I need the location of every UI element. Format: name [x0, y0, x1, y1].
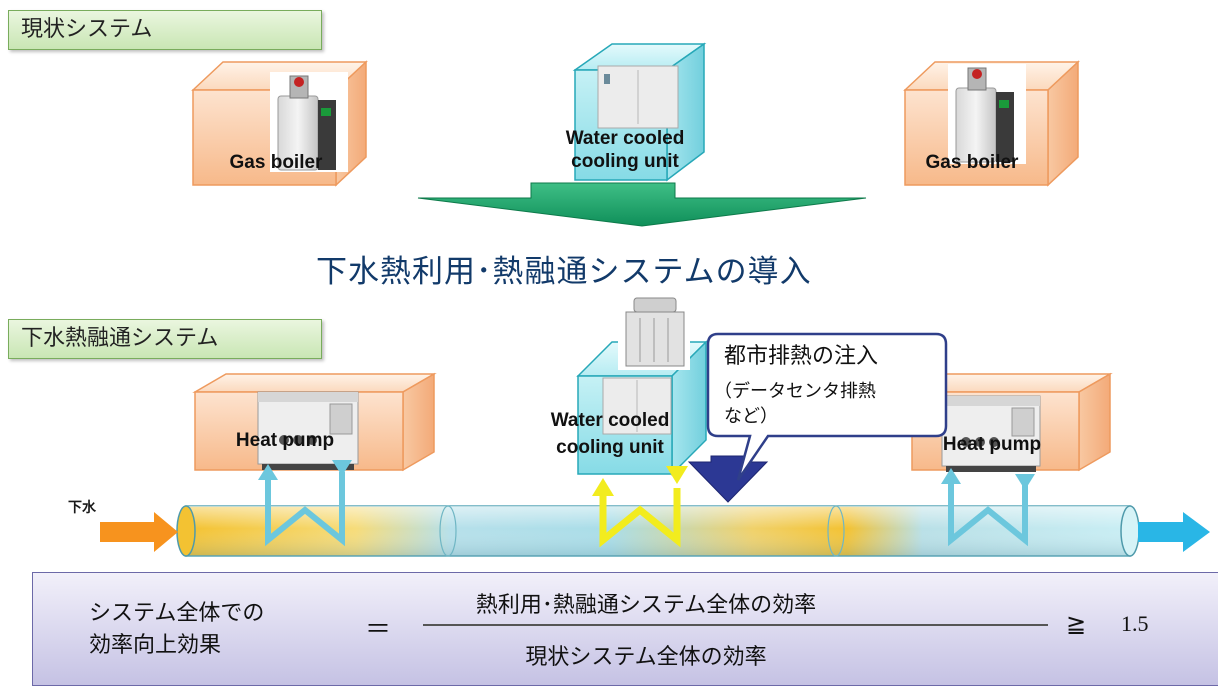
transition-arrow: [417, 182, 867, 227]
formula-fraction-bar: [423, 624, 1048, 626]
gas-boiler-image: [270, 72, 348, 172]
right-loop-down-arrow: [1015, 474, 1035, 490]
callout-bubble: [706, 332, 948, 481]
gas-boiler-image: [948, 64, 1026, 164]
top-left-unit-label: Gas boiler: [229, 152, 323, 173]
formula-lhs-line1: システム全体での: [89, 601, 265, 626]
formula-lhs-line2: 効率向上効果: [89, 633, 222, 658]
top-center-unit-label-line2: cooling unit: [571, 151, 679, 172]
sewage-outlet-arrow: [1138, 512, 1210, 552]
bottom-left-unit-label: Heat pump: [235, 430, 335, 451]
formula-denominator: 現状システム全体の効率: [525, 645, 767, 670]
right-loop-up-arrow: [941, 468, 961, 484]
callout-sub-line2: など）: [724, 406, 778, 427]
cooling-unit-image: [597, 65, 679, 129]
formula-numerator: 熱利用･熱融通システム全体の効率: [475, 593, 817, 618]
sewage-system-label: 下水熱融通システム: [8, 319, 322, 359]
heat-injection-arrow: [687, 455, 769, 503]
top-right-unit-label: Gas boiler: [925, 152, 1019, 173]
center-loop-down-arrow: [666, 466, 688, 484]
heat-pump-image: [941, 395, 1041, 472]
cooling-tower-image: [618, 296, 690, 370]
callout-title: 都市排熱の注入: [724, 344, 879, 369]
cooling-unit-image: [602, 377, 672, 435]
top-center-unit-label-line1: Water cooled: [565, 128, 685, 149]
bottom-center-unit-label-line2: cooling unit: [556, 437, 664, 458]
sewage-pipe: [176, 505, 1140, 557]
efficiency-formula-panel: システム全体での 効率向上効果 ＝ 熱利用･熱融通システム全体の効率 現状システ…: [32, 572, 1218, 686]
left-heatpump-loop: [265, 472, 345, 547]
center-cooling-loop: [599, 488, 681, 548]
heat-pump-image: [257, 391, 359, 470]
left-loop-up-arrow: [258, 464, 278, 480]
formula-relation: ≧: [1066, 612, 1087, 638]
left-loop-down-arrow: [332, 460, 352, 476]
bottom-right-unit-label: Heat pump: [942, 434, 1042, 455]
transition-heading: 下水熱利用･熱融通システムの導入: [316, 254, 812, 290]
right-heatpump-loop: [948, 478, 1028, 547]
sewage-inlet-arrow: [100, 512, 178, 552]
current-system-label: 現状システム: [8, 10, 322, 50]
formula-value: 1.5: [1121, 611, 1149, 636]
callout-sub-line1: （データセンタ排熱: [714, 381, 876, 402]
bottom-center-unit-label-line1: Water cooled: [550, 410, 670, 431]
sewage-label: 下水: [68, 500, 96, 516]
formula-equals: ＝: [365, 615, 392, 645]
center-loop-up-arrow: [592, 478, 614, 496]
